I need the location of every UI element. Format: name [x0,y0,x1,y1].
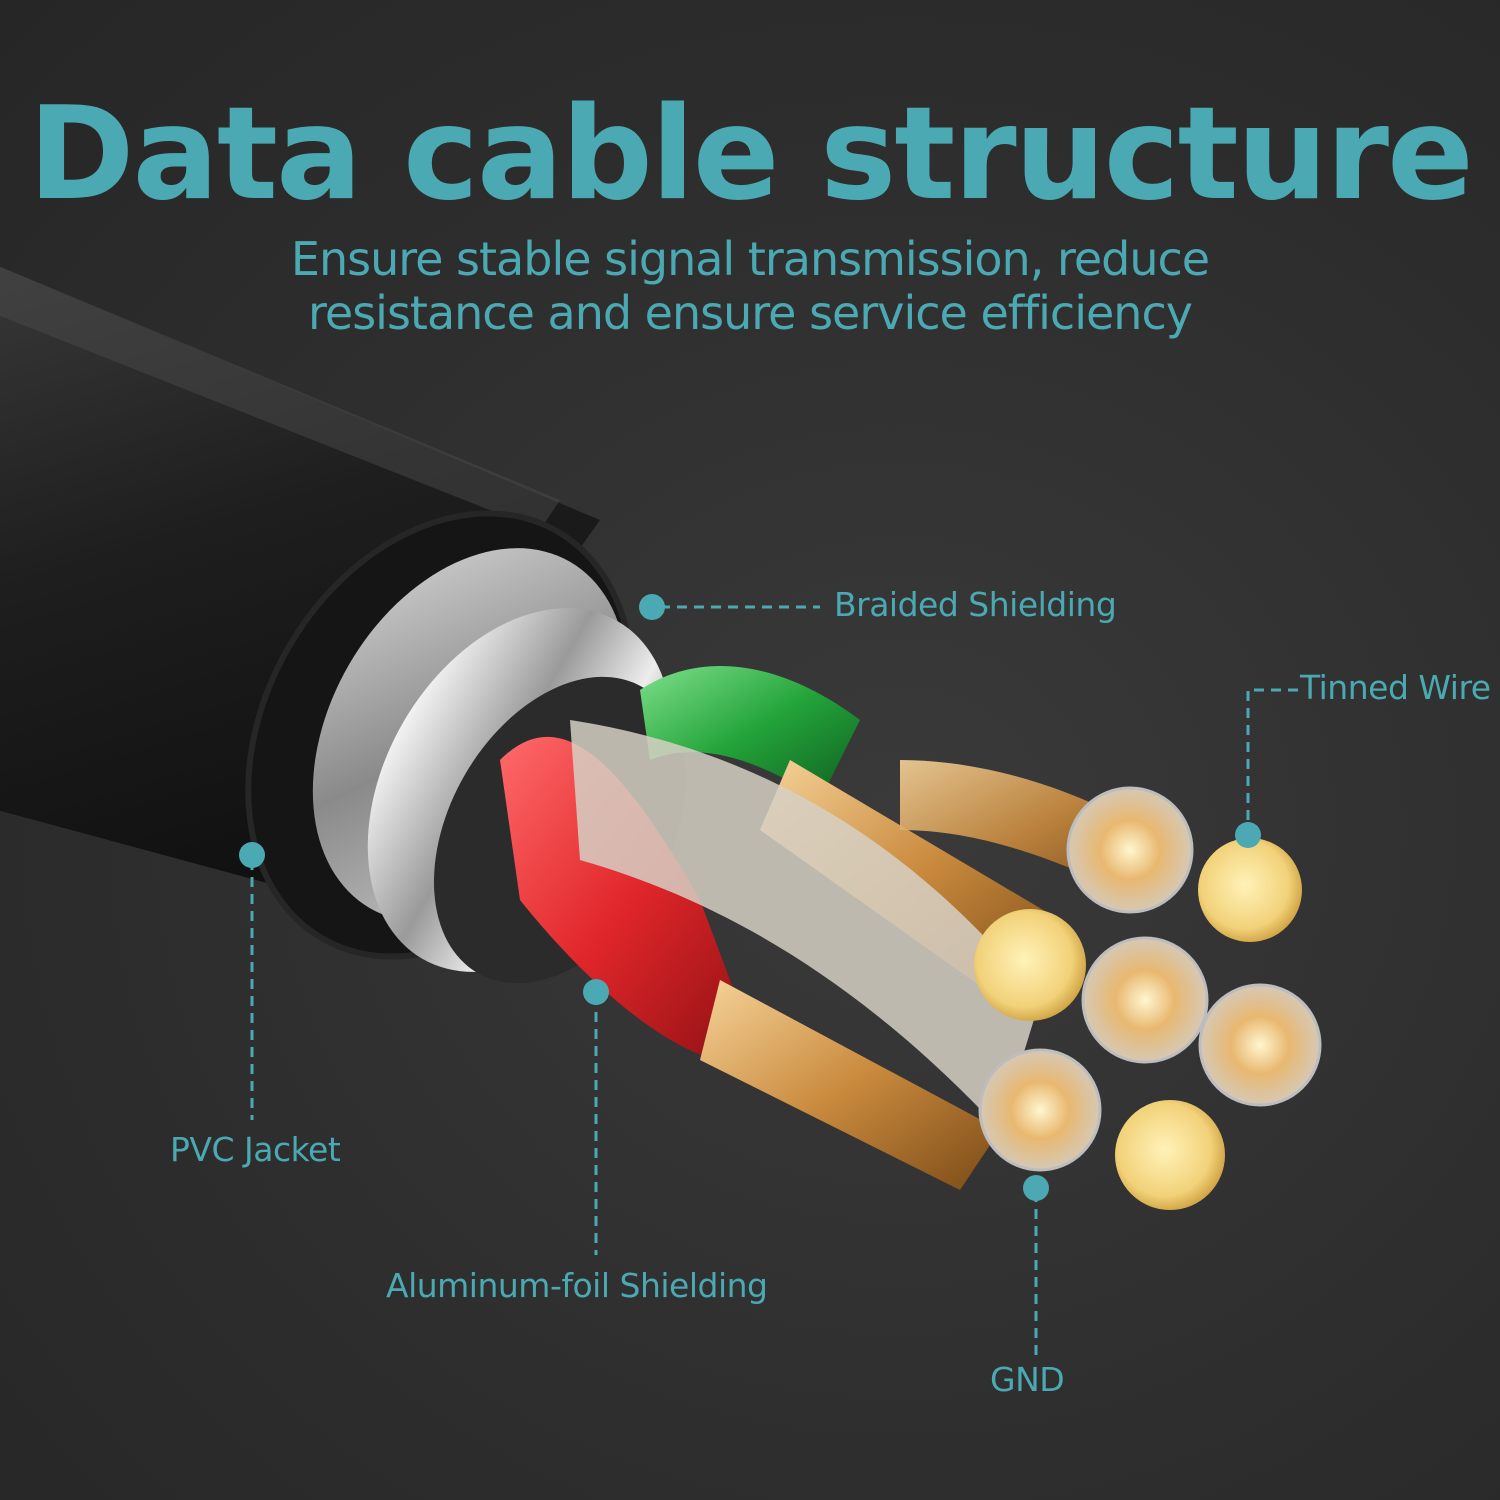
aluminum-foil-dot [583,979,609,1005]
tinned-wire-dot [1235,822,1261,848]
subtitle-line-1: Ensure stable signal transmission, reduc… [290,232,1210,286]
green-wire [640,666,860,800]
gnd-dot [1023,1175,1049,1201]
strand-bundle-face-4 [978,1048,1102,1172]
aluminum-foil-shielding-label: Aluminum-foil Shielding [386,1266,768,1305]
gnd-conductor-face-1 [974,909,1086,1021]
pvc-jacket-dot [239,842,265,868]
braided-shielding-label: Braided Shielding [834,585,1117,624]
pvc-jacket-highlight [0,266,560,530]
tinned-wire-label: Tinned Wire [1300,668,1491,707]
strand-bundle-face-2 [1081,936,1209,1064]
gnd-label: GND [990,1360,1065,1399]
tinned-wire-leader [1246,688,1298,830]
tinned-conductor-face-1 [1198,838,1302,942]
pvc-jacket-label: PVC Jacket [170,1130,341,1169]
red-wire [500,736,760,1064]
braided-shielding-dot [639,594,665,620]
red-wire-copper [700,980,1000,1190]
strand-bundle-face-1 [1066,786,1194,914]
page-subtitle: Ensure stable signal transmission, reduc… [0,232,1500,340]
page-title: Data cable structure [28,80,1474,229]
pvc-jacket-body [0,266,600,900]
subtitle-line-2: resistance and ensure service efficiency [308,286,1193,340]
strand-bundle-face-3 [1198,983,1322,1107]
gnd-conductor-face-2 [1115,1100,1225,1210]
tinned-strand-bundle [570,720,1040,1130]
